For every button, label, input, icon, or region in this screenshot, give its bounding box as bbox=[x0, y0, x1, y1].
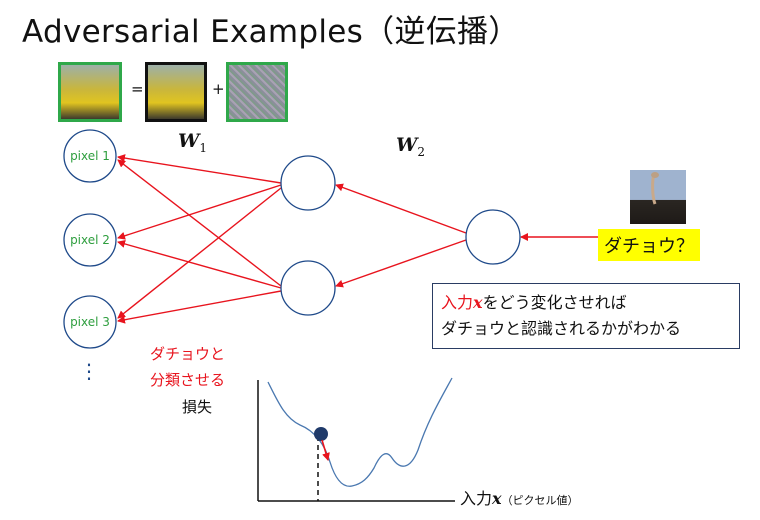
loss-axis-label: 損失 bbox=[182, 398, 213, 416]
arrow-h2-p3 bbox=[117, 290, 282, 324]
output-node bbox=[465, 209, 521, 265]
noise-image bbox=[226, 62, 288, 122]
input-node-3 bbox=[63, 295, 117, 349]
equals-sign: = bbox=[131, 80, 144, 98]
arrow-h1-p1 bbox=[117, 154, 282, 184]
current-point bbox=[314, 427, 328, 441]
input-node-1 bbox=[63, 129, 117, 183]
loss-axis-line-1: ダチョウと bbox=[150, 345, 226, 363]
input-label-1: pixel 1 bbox=[70, 149, 110, 163]
input-label-3: pixel 3 bbox=[70, 315, 110, 329]
arrow-out-h1 bbox=[335, 183, 467, 234]
bus-image-input bbox=[58, 62, 122, 122]
backprop-arrows-w1 bbox=[117, 154, 282, 324]
hidden-node-2 bbox=[280, 260, 336, 316]
backprop-arrows-w2 bbox=[335, 183, 598, 288]
arrow-h2-p1 bbox=[117, 159, 282, 287]
arrow-out-h2 bbox=[335, 239, 467, 288]
weight-label-w2: W2 bbox=[396, 134, 425, 159]
loss-curve bbox=[267, 377, 453, 487]
bus-image-adversarial bbox=[145, 62, 207, 122]
info-line-2: ダチョウと認識されるかがわかる bbox=[441, 319, 682, 338]
info-line-1: 入力xをどう変化させれば bbox=[441, 293, 627, 312]
page-title: Adversarial Examples（逆伝播） bbox=[22, 14, 520, 50]
info-box: 入力xをどう変化させれば ダチョウと認識されるかがわかる bbox=[432, 283, 740, 349]
arrow-h1-p3 bbox=[117, 187, 282, 319]
ellipsis: ⋮ bbox=[79, 359, 99, 383]
loss-plot bbox=[257, 377, 455, 502]
arrow-h2-p2 bbox=[117, 240, 282, 289]
plus-sign: + bbox=[212, 80, 225, 98]
x-axis-label: 入力x（ピクセル値） bbox=[460, 489, 579, 508]
loss-axis-line-2: 分類させる bbox=[150, 371, 226, 389]
target-class-label: ダチョウ？ bbox=[598, 229, 700, 261]
hidden-node-1 bbox=[280, 155, 336, 211]
arrow-h1-p2 bbox=[117, 184, 282, 240]
weight-label-w1: W1 bbox=[178, 130, 207, 155]
input-node-2 bbox=[63, 213, 117, 267]
gradient-arrow bbox=[321, 439, 330, 461]
ostrich-image bbox=[630, 170, 686, 224]
input-label-2: pixel 2 bbox=[70, 233, 110, 247]
